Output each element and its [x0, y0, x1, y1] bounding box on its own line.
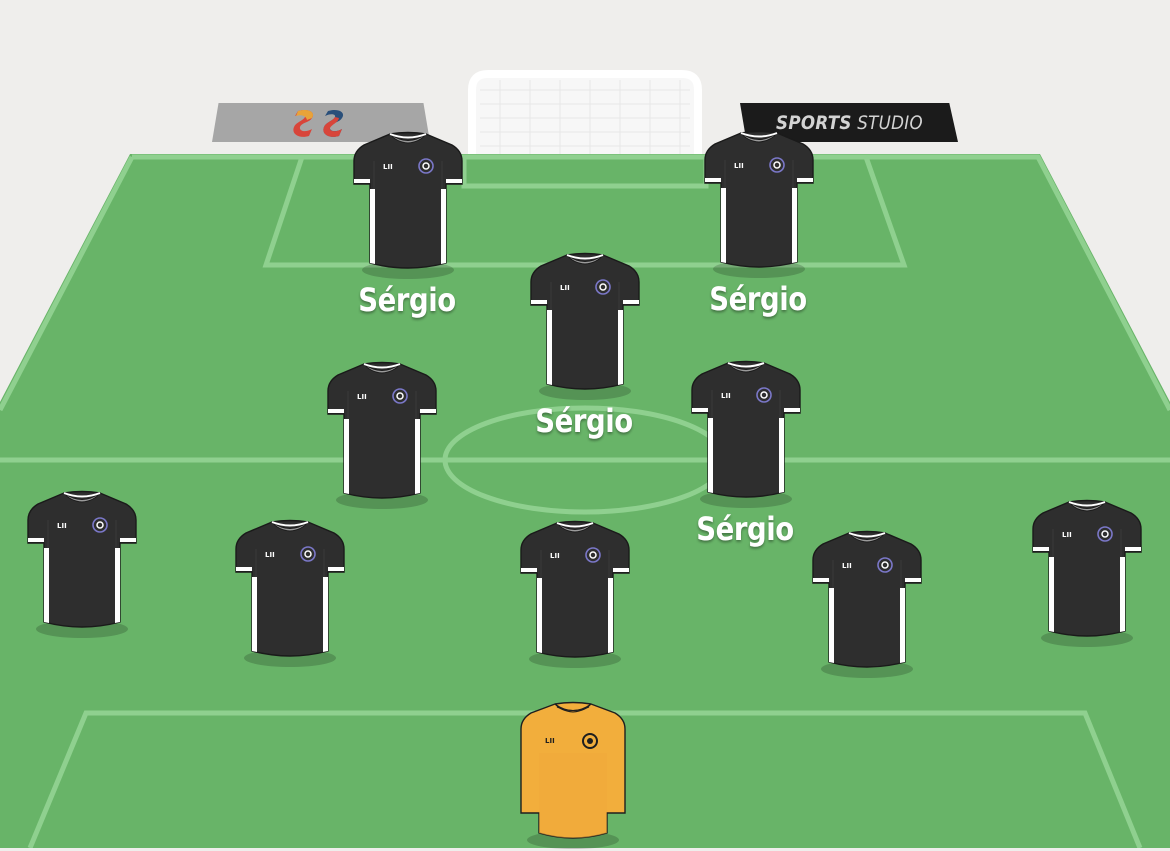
- svg-text:LII: LII: [560, 284, 570, 292]
- sponsor-text-sports: SPORTS: [775, 111, 852, 134]
- svg-text:LII: LII: [545, 737, 555, 745]
- goal: [468, 70, 702, 156]
- player-shirt[interactable]: LII: [701, 130, 817, 278]
- player-shirt[interactable]: LII: [232, 519, 348, 667]
- player-shirt[interactable]: LII: [350, 131, 466, 279]
- player-name-label: Sérgio: [535, 402, 633, 440]
- player-shirt[interactable]: LII: [527, 252, 643, 400]
- svg-text:LII: LII: [1062, 531, 1072, 539]
- svg-text:LII: LII: [734, 162, 744, 170]
- svg-text:LII: LII: [550, 552, 560, 560]
- sports-studio-logo: SPORTS STUDIO: [776, 112, 923, 134]
- player-shirt[interactable]: LII: [688, 360, 804, 508]
- player-shirt[interactable]: LII: [809, 530, 925, 678]
- svg-text:LII: LII: [57, 522, 67, 530]
- svg-text:LII: LII: [383, 163, 393, 171]
- player-shirt[interactable]: LII: [517, 520, 633, 668]
- outfield-kit-icon: LII: [235, 519, 345, 667]
- outfield-kit-icon: LII: [27, 490, 137, 638]
- sponsor-text-studio: STUDIO: [856, 111, 923, 134]
- player-shirt[interactable]: LII: [1029, 499, 1145, 647]
- goalkeeper-shirt[interactable]: LII: [515, 701, 631, 849]
- outfield-kit-icon: LII: [812, 530, 922, 678]
- svg-text:LII: LII: [265, 551, 275, 559]
- player-shirt[interactable]: LII: [324, 361, 440, 509]
- svg-text:LII: LII: [842, 562, 852, 570]
- outfield-kit-icon: LII: [691, 360, 801, 508]
- player-name-label: Sérgio: [709, 280, 807, 318]
- svg-text:LII: LII: [721, 392, 731, 400]
- player-shirt[interactable]: LII: [24, 490, 140, 638]
- player-name-label: Sérgio: [358, 281, 456, 319]
- ss-logo-icon: [293, 109, 344, 137]
- outfield-kit-icon: LII: [353, 131, 463, 279]
- outfield-kit-icon: LII: [530, 252, 640, 400]
- outfield-kit-icon: LII: [327, 361, 437, 509]
- outfield-kit-icon: LII: [704, 130, 814, 278]
- outfield-kit-icon: LII: [520, 520, 630, 668]
- pitch-grass: [0, 154, 1170, 848]
- player-name-label: Sérgio: [696, 510, 794, 548]
- svg-text:LII: LII: [357, 393, 367, 401]
- goalkeeper-kit-icon: LII: [520, 701, 626, 849]
- outfield-kit-icon: LII: [1032, 499, 1142, 647]
